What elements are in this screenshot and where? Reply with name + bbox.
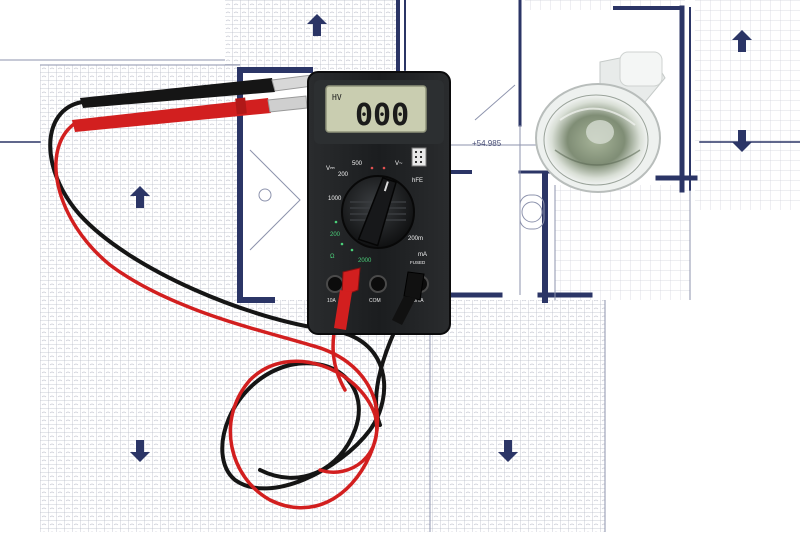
up-arrow-icon (130, 186, 150, 208)
jack-label-vma: VΩmA (409, 298, 424, 304)
dial-label-ohm: Ω (330, 254, 335, 260)
lcd-display (325, 85, 427, 133)
tiled-floor-area (555, 185, 690, 300)
jack-10a[interactable] (326, 275, 344, 293)
jack-label-com: COM (369, 298, 381, 304)
lcd-mode-label: HV (332, 93, 342, 102)
rotary-selector-dial[interactable] (341, 175, 415, 249)
dimension-label: +54.985 (472, 139, 502, 148)
tiled-floor-area (695, 0, 800, 210)
red-plug-connector (334, 267, 361, 330)
dial-label-ohm200: 200 (330, 232, 341, 238)
brand-label: FUSED (410, 260, 426, 265)
dial-label-ohm2000: 2000 (358, 258, 372, 264)
dial-label-k1000: 1000 (328, 196, 342, 202)
arrow-markers (130, 14, 752, 462)
jack-label-10a: 10A (327, 298, 337, 304)
dial-label-ma: mA (418, 252, 427, 258)
up-arrow-icon (307, 14, 327, 36)
dial-label-vac: V~ (395, 161, 403, 167)
tiled-floor-area (40, 300, 605, 532)
wall-lines (0, 0, 800, 303)
dial-label-ma200: 200m (408, 236, 423, 242)
tiled-floor-area (225, 0, 400, 70)
down-arrow-icon (732, 130, 752, 152)
digital-multimeter: HV 000 V⎓ V~ hFE 500 200 1000 200 2000 Ω… (307, 71, 451, 335)
red-test-probe (72, 95, 308, 132)
down-arrow-icon (498, 440, 518, 462)
halogen-lamp (535, 51, 666, 193)
down-arrow-icon (130, 440, 150, 462)
jack-com[interactable] (369, 275, 387, 293)
dial-label-vdc: V⎓ (326, 166, 335, 172)
dial-label-v500: 500 (352, 161, 363, 167)
up-arrow-icon (732, 30, 752, 52)
black-plug-connector (392, 271, 425, 325)
black-test-probe (80, 74, 314, 108)
input-jacks: 10A COM VΩmA (326, 275, 429, 304)
lcd-reading: 000 (355, 98, 409, 133)
dial-label-hfe: hFE (412, 178, 423, 184)
hfe-socket (411, 147, 427, 167)
dial-label-v200: 200 (338, 172, 349, 178)
